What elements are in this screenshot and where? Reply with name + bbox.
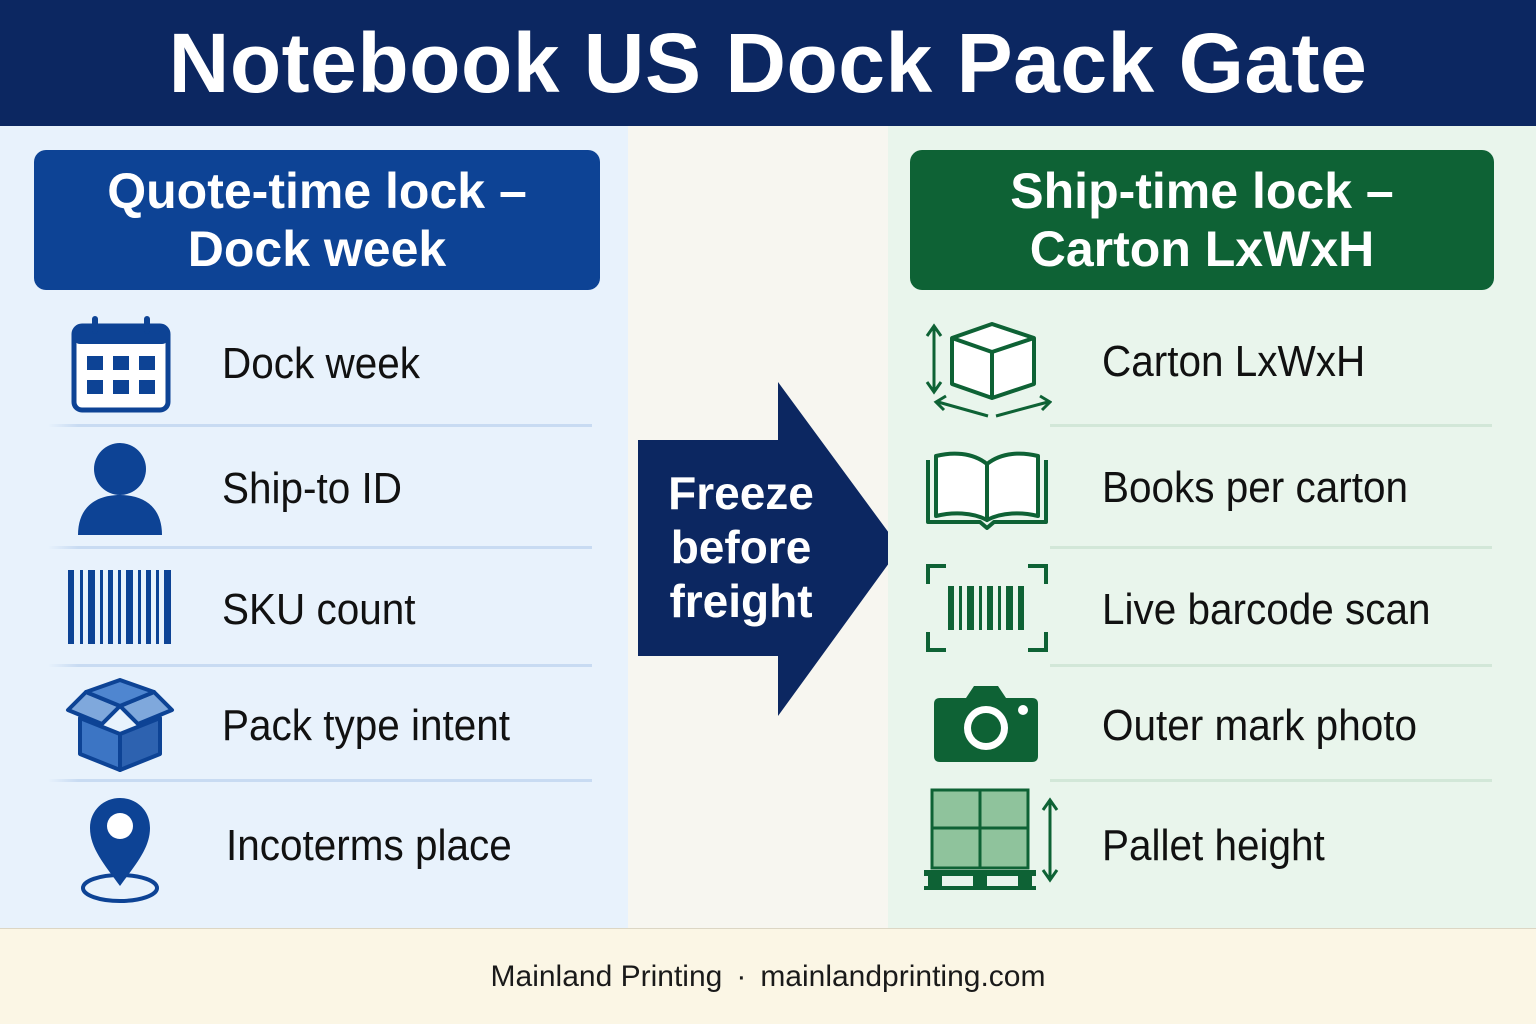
location-pin-icon: [78, 794, 162, 906]
footer: Mainland Printing · mainlandprinting.com: [0, 928, 1536, 1024]
list-item-pallet-height: Pallet height: [888, 786, 1536, 906]
divider: [1050, 424, 1492, 427]
page-title: Notebook US Dock Pack Gate: [168, 15, 1368, 110]
ship-time-heading: Ship-time lock – Carton LxWxH: [910, 150, 1494, 290]
item-label: Incoterms place: [226, 821, 512, 870]
header-bar: Notebook US Dock Pack Gate: [0, 0, 1536, 126]
item-label: Pallet height: [1102, 821, 1325, 870]
item-label: Ship-to ID: [222, 464, 402, 513]
divider: [48, 779, 592, 782]
quote-time-heading: Quote-time lock – Dock week: [34, 150, 600, 290]
pallet-icon: [922, 786, 1060, 890]
barcode-scan-icon: [924, 562, 1050, 654]
arrow-label-line3: freight: [669, 575, 813, 627]
item-label: Pack type intent: [222, 701, 511, 750]
camera-icon: [932, 682, 1040, 764]
arrow-label-line2: before: [670, 521, 812, 573]
list-item-pack-type-intent: Pack type intent: [0, 666, 628, 786]
divider: [1050, 779, 1492, 782]
footer-website: mainlandprinting.com: [760, 959, 1046, 993]
list-item-sku-count: SKU count: [0, 550, 628, 670]
item-label: Outer mark photo: [1102, 701, 1417, 750]
divider: [48, 664, 592, 667]
item-label: Carton LxWxH: [1102, 337, 1366, 386]
barcode-icon: [66, 570, 174, 644]
list-item-dock-week: Dock week: [0, 304, 628, 424]
ship-time-heading-line1: Ship-time lock –: [1010, 163, 1394, 219]
center-transition: Freeze before freight: [628, 126, 900, 928]
item-label: Dock week: [222, 339, 420, 388]
footer-company: Mainland Printing: [490, 959, 723, 993]
item-label: SKU count: [222, 585, 416, 634]
calendar-icon: [70, 314, 172, 414]
open-book-icon: [924, 448, 1050, 530]
quote-time-heading-line1: Quote-time lock –: [107, 163, 527, 219]
ship-time-panel: Ship-time lock – Carton LxWxH Carton LxW…: [888, 126, 1536, 928]
list-item-live-barcode-scan: Live barcode scan: [888, 550, 1536, 670]
divider: [1050, 664, 1492, 667]
list-item-ship-to-id: Ship-to ID: [0, 429, 628, 549]
item-label: Books per carton: [1102, 463, 1409, 512]
ship-time-heading-line2: Carton LxWxH: [1029, 221, 1375, 277]
list-item-carton-lxwxh: Carton LxWxH: [888, 302, 1536, 422]
arrow-label-line1: Freeze: [668, 467, 814, 519]
footer-separator: ·: [736, 959, 747, 993]
quote-time-panel: Quote-time lock – Dock week Dock week: [0, 126, 628, 928]
list-item-outer-mark-photo: Outer mark photo: [888, 666, 1536, 786]
open-box-icon: [64, 676, 176, 772]
person-icon: [76, 441, 164, 537]
arrow-label: Freeze before freight: [646, 466, 836, 628]
divider: [48, 546, 592, 549]
quote-time-heading-line2: Dock week: [187, 221, 447, 277]
list-item-books-per-carton: Books per carton: [888, 428, 1536, 548]
right-arrow-icon: [638, 382, 900, 716]
list-item-incoterms-place: Incoterms place: [0, 786, 628, 906]
item-label: Live barcode scan: [1102, 585, 1431, 634]
divider: [48, 424, 592, 427]
divider: [1050, 546, 1492, 549]
carton-dimensions-icon: [922, 312, 1052, 422]
